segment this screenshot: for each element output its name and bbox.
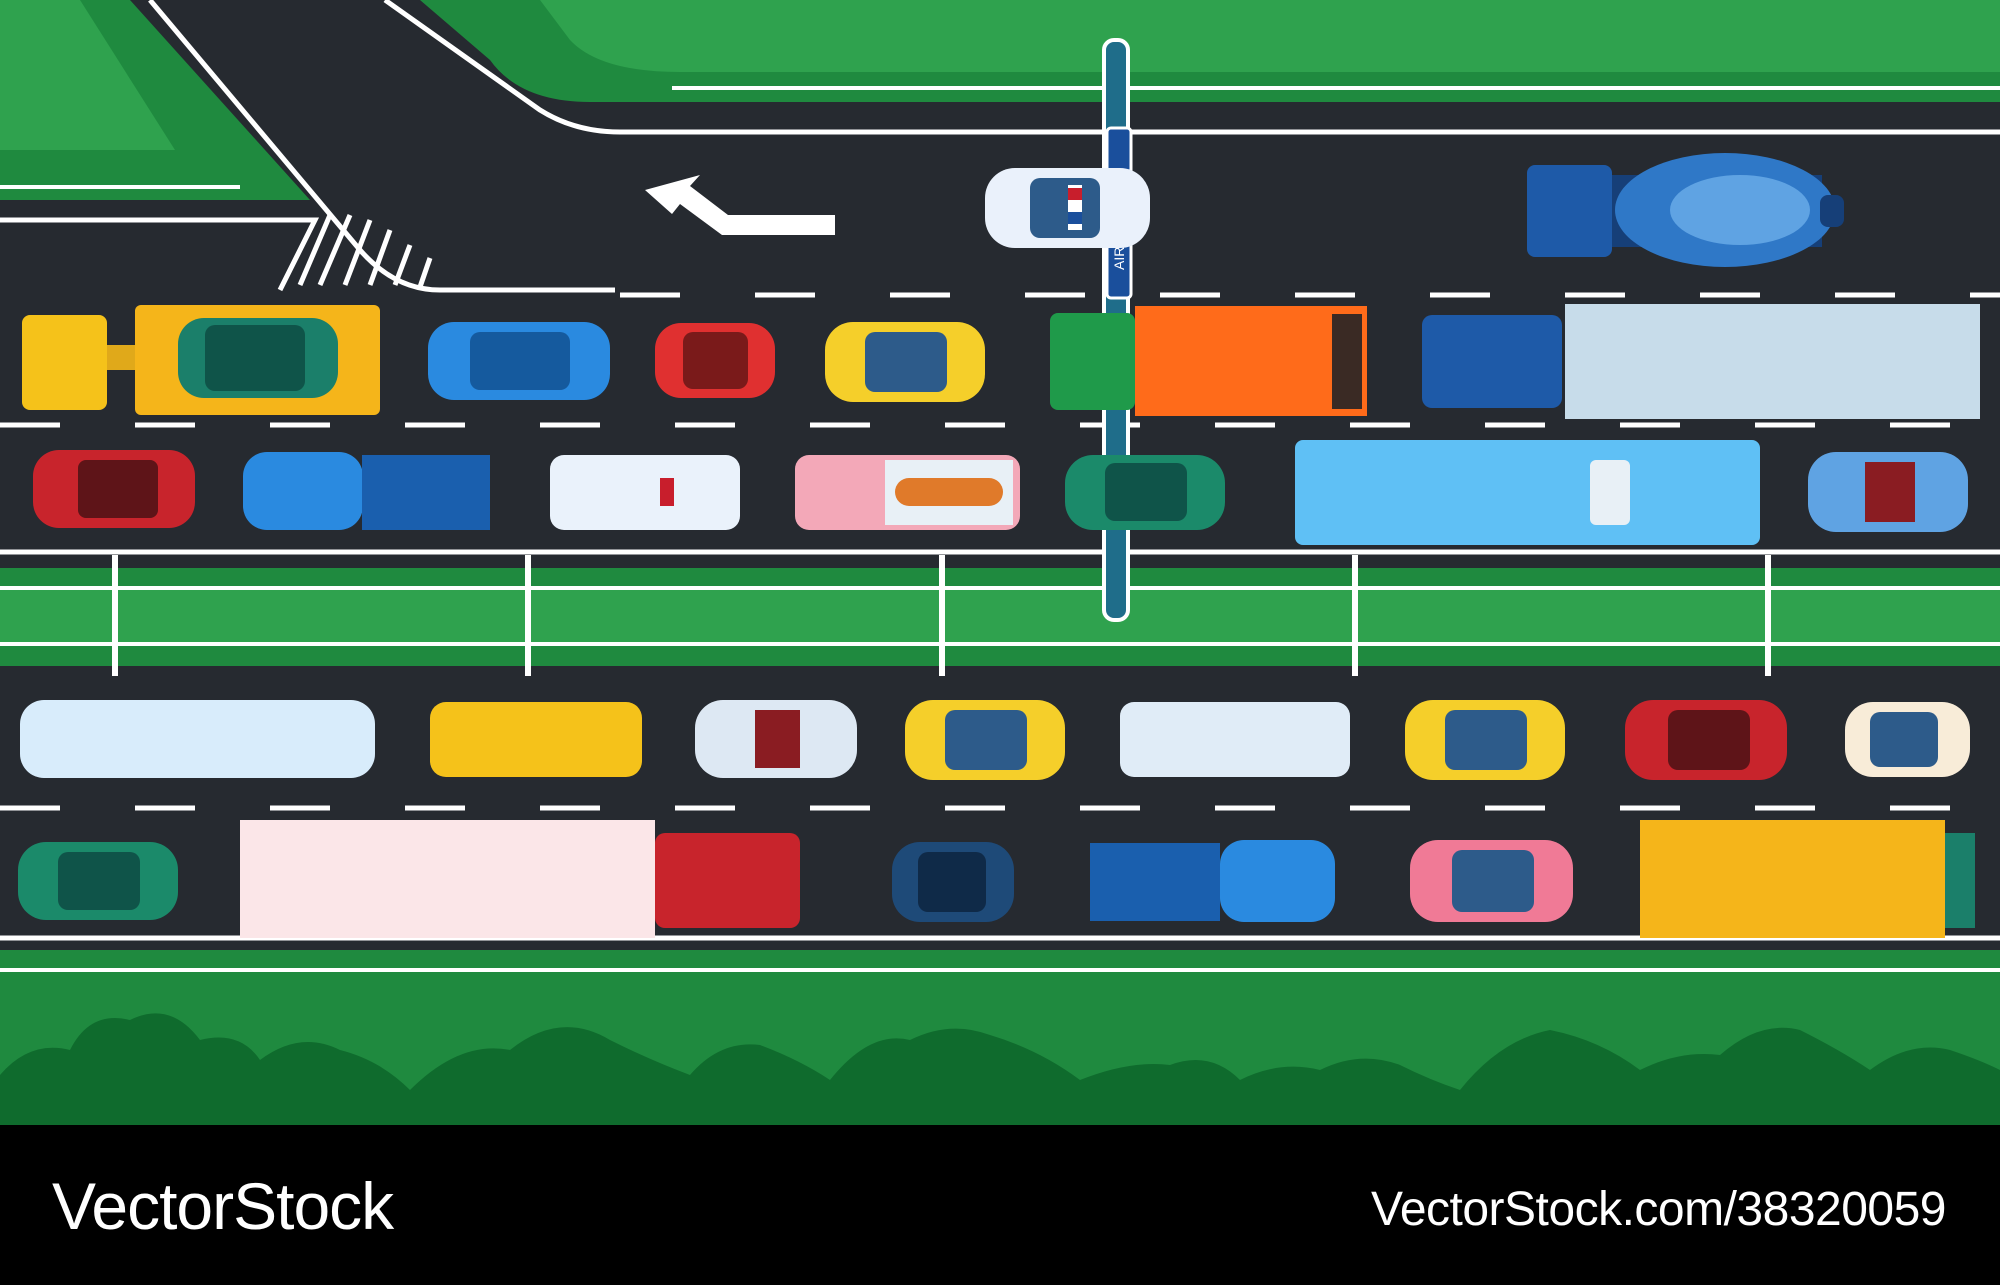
lane-markings	[0, 292, 2000, 811]
white-convertible	[695, 700, 857, 778]
blue-car-1	[428, 322, 610, 400]
blue-pickup-truck	[243, 452, 490, 530]
teal-car	[18, 842, 178, 920]
tree-line	[0, 1013, 2000, 1125]
yellow-taxi-1	[825, 322, 985, 402]
crosswalk	[297, 214, 433, 288]
red-car-1	[655, 323, 775, 398]
yellow-taxi-3	[1405, 700, 1565, 780]
red-car-2	[1625, 700, 1787, 780]
yellow-taxi-2	[905, 700, 1065, 780]
hotdog-food-truck	[795, 455, 1020, 530]
white-van	[1120, 702, 1350, 777]
blue-bus	[1295, 440, 1760, 545]
cement-mixer-truck	[1527, 153, 1844, 267]
yellow-van	[430, 702, 642, 777]
pink-car	[1410, 840, 1573, 922]
ambulance	[550, 455, 740, 530]
yellow-box-truck	[1640, 820, 1975, 938]
white-trailer-truck	[240, 820, 800, 938]
convertible-car	[1808, 452, 1968, 532]
vectorstock-url: VectorStock.com/38320059	[1370, 1183, 1947, 1236]
blue-semi-truck	[1422, 304, 1980, 419]
orange-garbage-truck	[1050, 306, 1367, 416]
dark-blue-car	[892, 842, 1014, 922]
green-car	[1065, 455, 1225, 530]
footer-bar	[0, 1125, 2000, 1285]
vectorstock-logo: VectorStock	[52, 1169, 394, 1243]
police-car	[985, 168, 1150, 248]
turn-arrow-marking	[645, 175, 835, 235]
blue-pickup-truck-2	[1090, 840, 1335, 922]
red-suv	[33, 450, 195, 528]
white-bus	[20, 700, 375, 778]
yellow-tow-truck	[22, 305, 380, 415]
cream-car	[1845, 702, 1970, 777]
